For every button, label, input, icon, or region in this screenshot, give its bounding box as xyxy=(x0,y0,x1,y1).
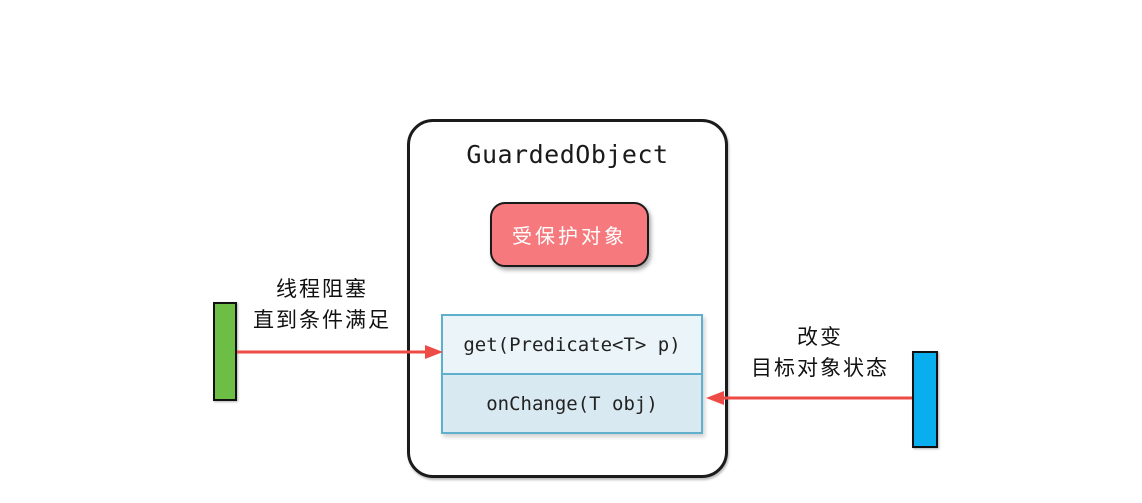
method-box-group: get(Predicate<T> p) onChange(T obj) xyxy=(441,314,703,434)
right-annotation-line1: 改变 xyxy=(797,325,843,349)
protected-object-label: 受保护对象 xyxy=(512,224,627,248)
protected-object-box: 受保护对象 xyxy=(490,202,649,267)
onchange-method-label: onChange(T obj) xyxy=(486,392,658,415)
right-arrow xyxy=(706,391,912,405)
guarded-object-title: GuardedObject xyxy=(466,140,669,169)
onchange-method-box: onChange(T obj) xyxy=(441,373,703,434)
right-annotation-line2: 目标对象状态 xyxy=(751,356,889,380)
right-annotation: 改变 目标对象状态 xyxy=(730,322,910,384)
blocked-thread-bar xyxy=(213,302,237,401)
get-method-box: get(Predicate<T> p) xyxy=(441,314,703,375)
get-method-label: get(Predicate<T> p) xyxy=(463,333,681,356)
left-arrow xyxy=(237,345,443,359)
left-annotation-line2: 直到条件满足 xyxy=(253,308,391,332)
left-annotation-line1: 线程阻塞 xyxy=(276,277,368,301)
changer-thread-bar xyxy=(912,351,938,448)
left-annotation: 线程阻塞 直到条件满足 xyxy=(232,274,412,336)
